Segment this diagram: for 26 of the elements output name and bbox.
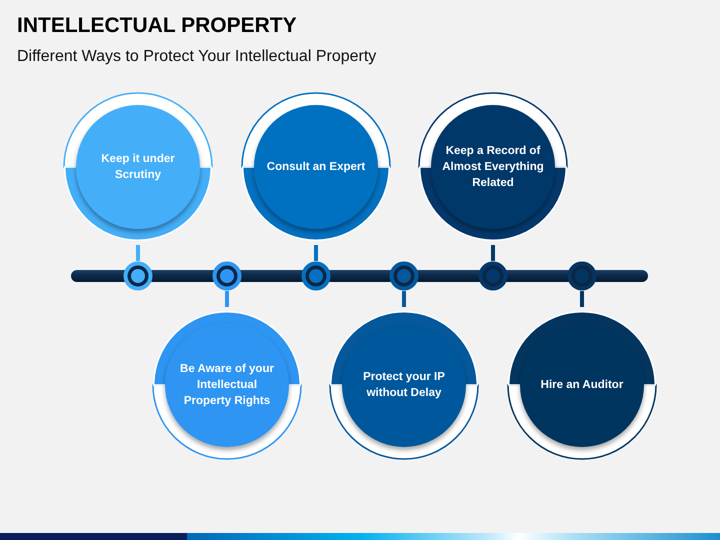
step-circle <box>507 310 657 460</box>
connector-line <box>225 291 229 307</box>
connector-line <box>402 291 406 307</box>
ring-marker-icon <box>478 261 508 291</box>
connector-line <box>491 245 495 261</box>
step-circle <box>329 310 479 460</box>
ring-marker-icon <box>301 261 331 291</box>
step-circle <box>63 92 213 242</box>
ring-marker-icon <box>123 261 153 291</box>
ring-marker-icon <box>567 261 597 291</box>
step-text: Consult an Expert <box>266 160 366 175</box>
step-text: Keep it under Scrutiny <box>100 152 176 183</box>
page-title: INTELLECTUAL PROPERTY <box>17 14 297 38</box>
step-text: Protect your IP without Delay <box>362 370 446 401</box>
page-subtitle: Different Ways to Protect Your Intellectual Property <box>17 48 376 66</box>
step-circle <box>418 92 568 242</box>
ring-marker-icon <box>389 261 419 291</box>
connector-line <box>580 291 584 307</box>
connector-line <box>314 245 318 261</box>
ring-marker-icon <box>212 261 242 291</box>
connector-line <box>136 245 140 261</box>
step-text: Hire an Auditor <box>540 378 624 393</box>
step-circle <box>241 92 391 242</box>
step-text: Keep a Record of Almost Everything Related <box>441 144 545 191</box>
step-text: Be Aware of your Intellectual Property Rights <box>179 362 275 409</box>
step-circle <box>152 310 302 460</box>
